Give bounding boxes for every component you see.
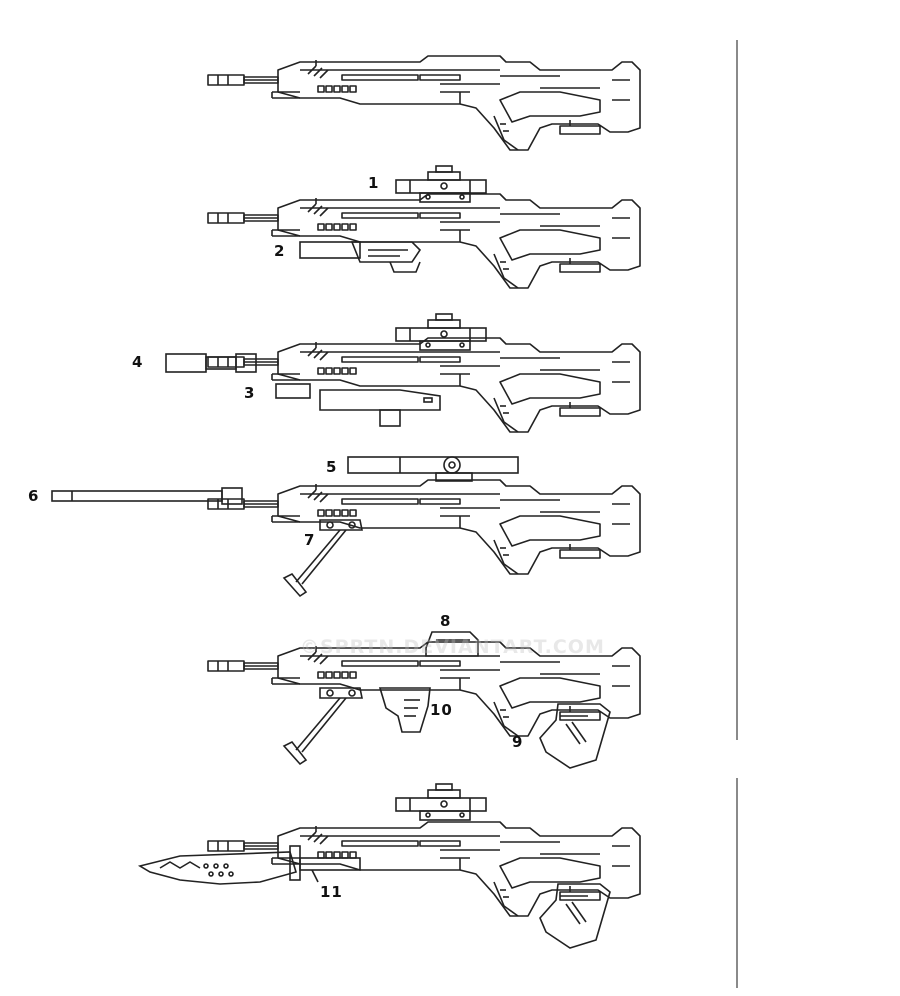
label-8: 8 [440, 612, 452, 630]
divider-lower [736, 778, 738, 988]
rifle-variant-long-barrel [51, 456, 641, 597]
rifle-variant-suppressor [165, 313, 641, 433]
label-5: 5 [326, 458, 338, 476]
label-10: 10 [430, 701, 453, 719]
label-9: 9 [512, 733, 524, 751]
label-4: 4 [132, 353, 144, 371]
label-11: 11 [320, 883, 343, 901]
label-3: 3 [244, 384, 256, 402]
rifle-base [207, 55, 641, 151]
rifle-variant-bayonet [137, 783, 641, 949]
label-2: 2 [274, 242, 286, 260]
label-6: 6 [28, 487, 40, 505]
rifle-variant-grip-magazine [207, 631, 641, 769]
rifle-variant-scope-launcher [207, 165, 641, 289]
divider-upper [736, 40, 738, 740]
watermark-text: ©SPRTN.DEVIANTART.COM [300, 636, 605, 658]
label-7: 7 [304, 531, 316, 549]
label-1: 1 [368, 174, 380, 192]
